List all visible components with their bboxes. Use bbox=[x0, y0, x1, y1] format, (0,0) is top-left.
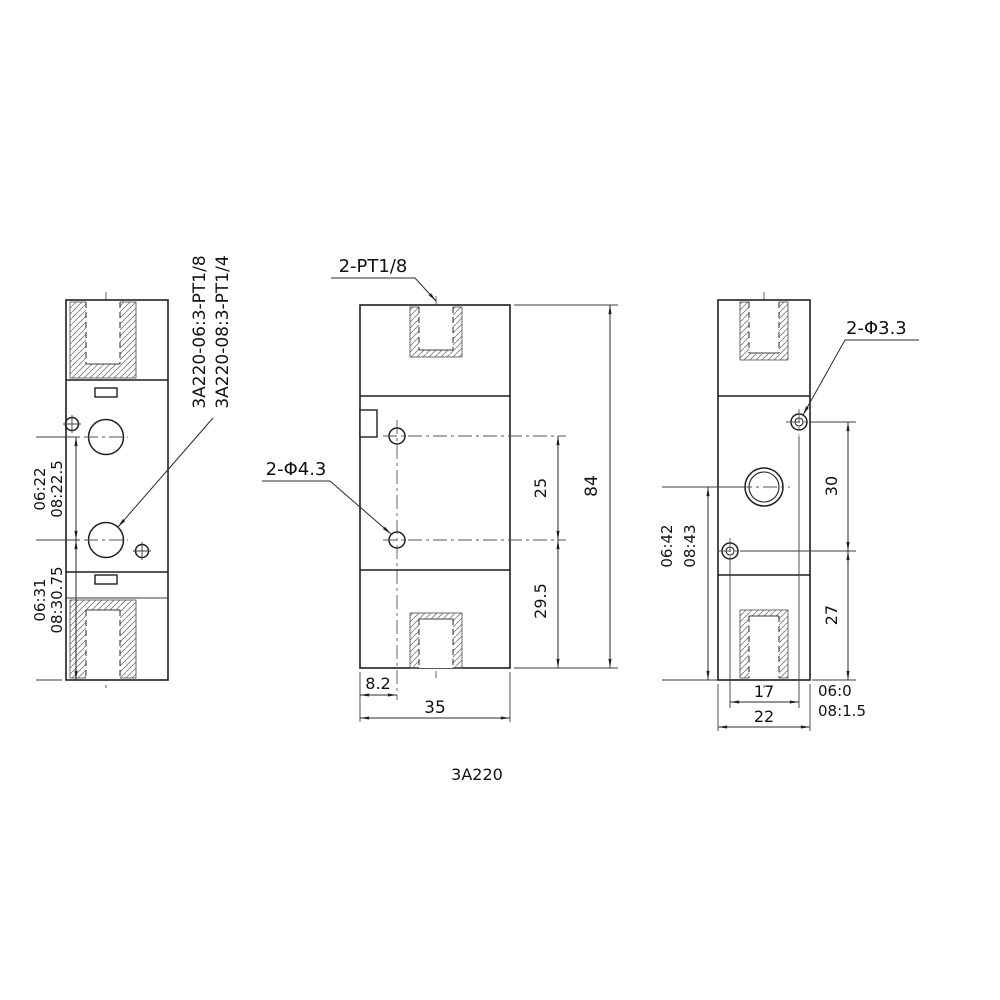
model-label-top: 3A220-06:3-PT1/8 bbox=[190, 255, 210, 408]
dim-center-b: 08:43 bbox=[681, 524, 699, 567]
dim-height: 84 bbox=[582, 475, 602, 497]
side-view-top-port bbox=[739, 301, 789, 361]
dim-hole-spacing-b: 08:22.5 bbox=[48, 460, 66, 518]
model-callout: 3A220-06:3-PT1/8 3A220-08:3-PT1/4 bbox=[117, 255, 233, 528]
model-label-bottom: 3A220-08:3-PT1/4 bbox=[213, 255, 233, 408]
dim-bottom-hole: 27 bbox=[822, 605, 841, 625]
port-label: 2-PT1/8 bbox=[339, 256, 408, 277]
dim-hole-bottom-b: 08:30.75 bbox=[48, 566, 66, 633]
side-view: 2-Φ3.3 30 27 06:42 08:43 17 22 06:0 bbox=[658, 292, 919, 731]
dim-offset-a: 06:0 bbox=[818, 682, 852, 700]
front-view-body bbox=[359, 304, 511, 669]
front-view: 2-PT1/8 2-Φ4.3 25 29.5 84 8.2 35 bbox=[262, 256, 618, 722]
drawing-caption: 3A220 bbox=[451, 765, 503, 784]
port-callout: 2-PT1/8 bbox=[331, 256, 437, 302]
dim-hole-bottom: 29.5 bbox=[531, 583, 550, 619]
dim-depth: 22 bbox=[754, 707, 774, 726]
dim-hole-bottom-a: 06:31 bbox=[31, 578, 49, 621]
left-view-dimensions: 06:22 08:22.5 06:31 08:30.75 bbox=[31, 436, 80, 681]
leader-line bbox=[802, 339, 919, 416]
side-view-dimensions: 30 27 06:42 08:43 17 22 06:0 08:1.5 bbox=[658, 421, 866, 731]
front-view-bottom-port bbox=[409, 612, 463, 669]
left-view-top-port bbox=[66, 301, 168, 398]
left-view: 06:22 08:22.5 06:31 08:30.75 3A220-06:3-… bbox=[31, 255, 233, 688]
dim-hole-spacing-a: 06:22 bbox=[31, 467, 49, 510]
leader-line bbox=[331, 277, 437, 302]
dim-width: 35 bbox=[424, 698, 446, 718]
hole-label: 2-Φ4.3 bbox=[266, 459, 327, 480]
side-notch bbox=[359, 409, 378, 438]
dim-top-holes: 30 bbox=[822, 476, 841, 496]
hole-label: 2-Φ3.3 bbox=[846, 318, 907, 339]
left-view-holes bbox=[63, 415, 151, 560]
dim-hole-spacing: 25 bbox=[531, 478, 550, 498]
left-view-bottom-port bbox=[66, 571, 168, 679]
leader-line bbox=[117, 417, 214, 528]
hole-callout: 2-Φ3.3 bbox=[802, 318, 919, 416]
dim-center-a: 06:42 bbox=[658, 524, 676, 567]
front-view-holes bbox=[383, 420, 566, 700]
front-view-dimensions: 25 29.5 84 8.2 35 bbox=[359, 304, 618, 722]
dim-hole-offset: 8.2 bbox=[365, 674, 390, 693]
hole-callout: 2-Φ4.3 bbox=[262, 459, 392, 535]
front-view-top-port bbox=[409, 306, 463, 358]
dim-offset-b: 08:1.5 bbox=[818, 702, 866, 720]
dim-hole-pitch: 17 bbox=[754, 682, 774, 701]
leader-line bbox=[262, 480, 392, 535]
side-view-bottom-port bbox=[739, 609, 789, 679]
